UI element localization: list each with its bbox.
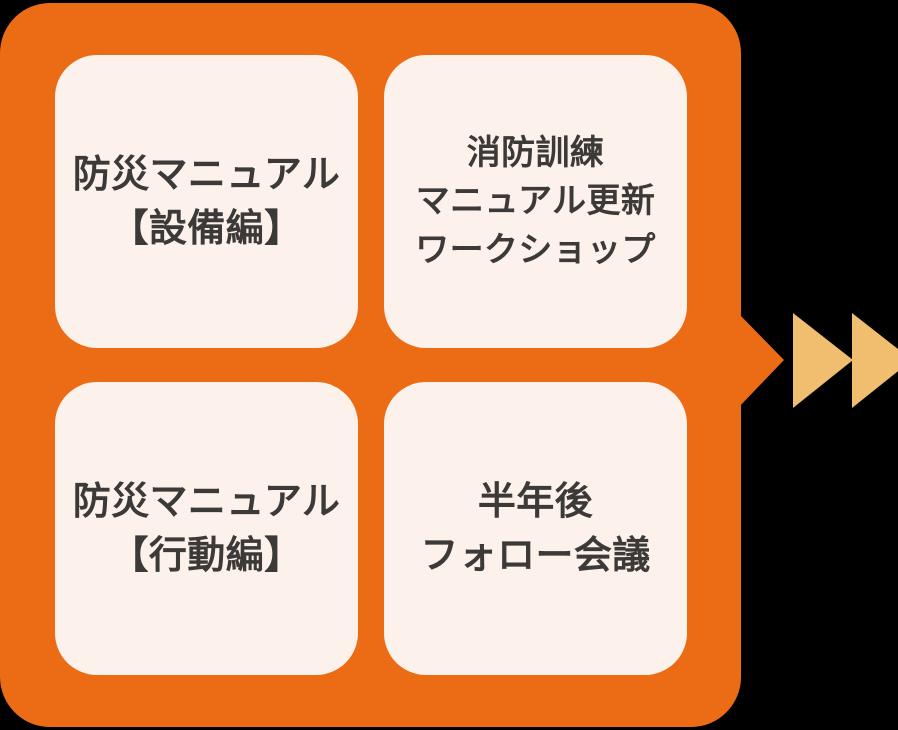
card-bosai-manual-kodo[interactable]: 防災マニュアル 【行動編】: [55, 382, 358, 675]
chevron-right-2-icon: [852, 313, 898, 408]
card-grid: 防災マニュアル 【設備編】 消防訓練 マニュアル更新 ワークショップ 防災マニュ…: [55, 55, 687, 675]
card-hantoshigo-follow-kaigi[interactable]: 半年後 フォロー会議: [384, 382, 687, 675]
card-shobo-kunren-workshop[interactable]: 消防訓練 マニュアル更新 ワークショップ: [384, 55, 687, 348]
card-label-shobo-kunren-workshop: 消防訓練 マニュアル更新 ワークショップ: [415, 133, 656, 270]
card-label-hantoshigo-follow-kaigi: 半年後 フォロー会議: [420, 478, 651, 577]
orange-arrow-nose-base: [720, 313, 740, 408]
orange-arrow-nose-icon: [738, 313, 784, 408]
card-label-bosai-manual-kodo: 防災マニュアル 【行動編】: [72, 478, 341, 577]
arrow-cluster: [720, 313, 898, 408]
card-label-bosai-manual-setsubi: 防災マニュアル 【設備編】: [72, 151, 341, 250]
card-bosai-manual-setsubi[interactable]: 防災マニュアル 【設備編】: [55, 55, 358, 348]
chevron-right-1-icon: [793, 313, 853, 408]
